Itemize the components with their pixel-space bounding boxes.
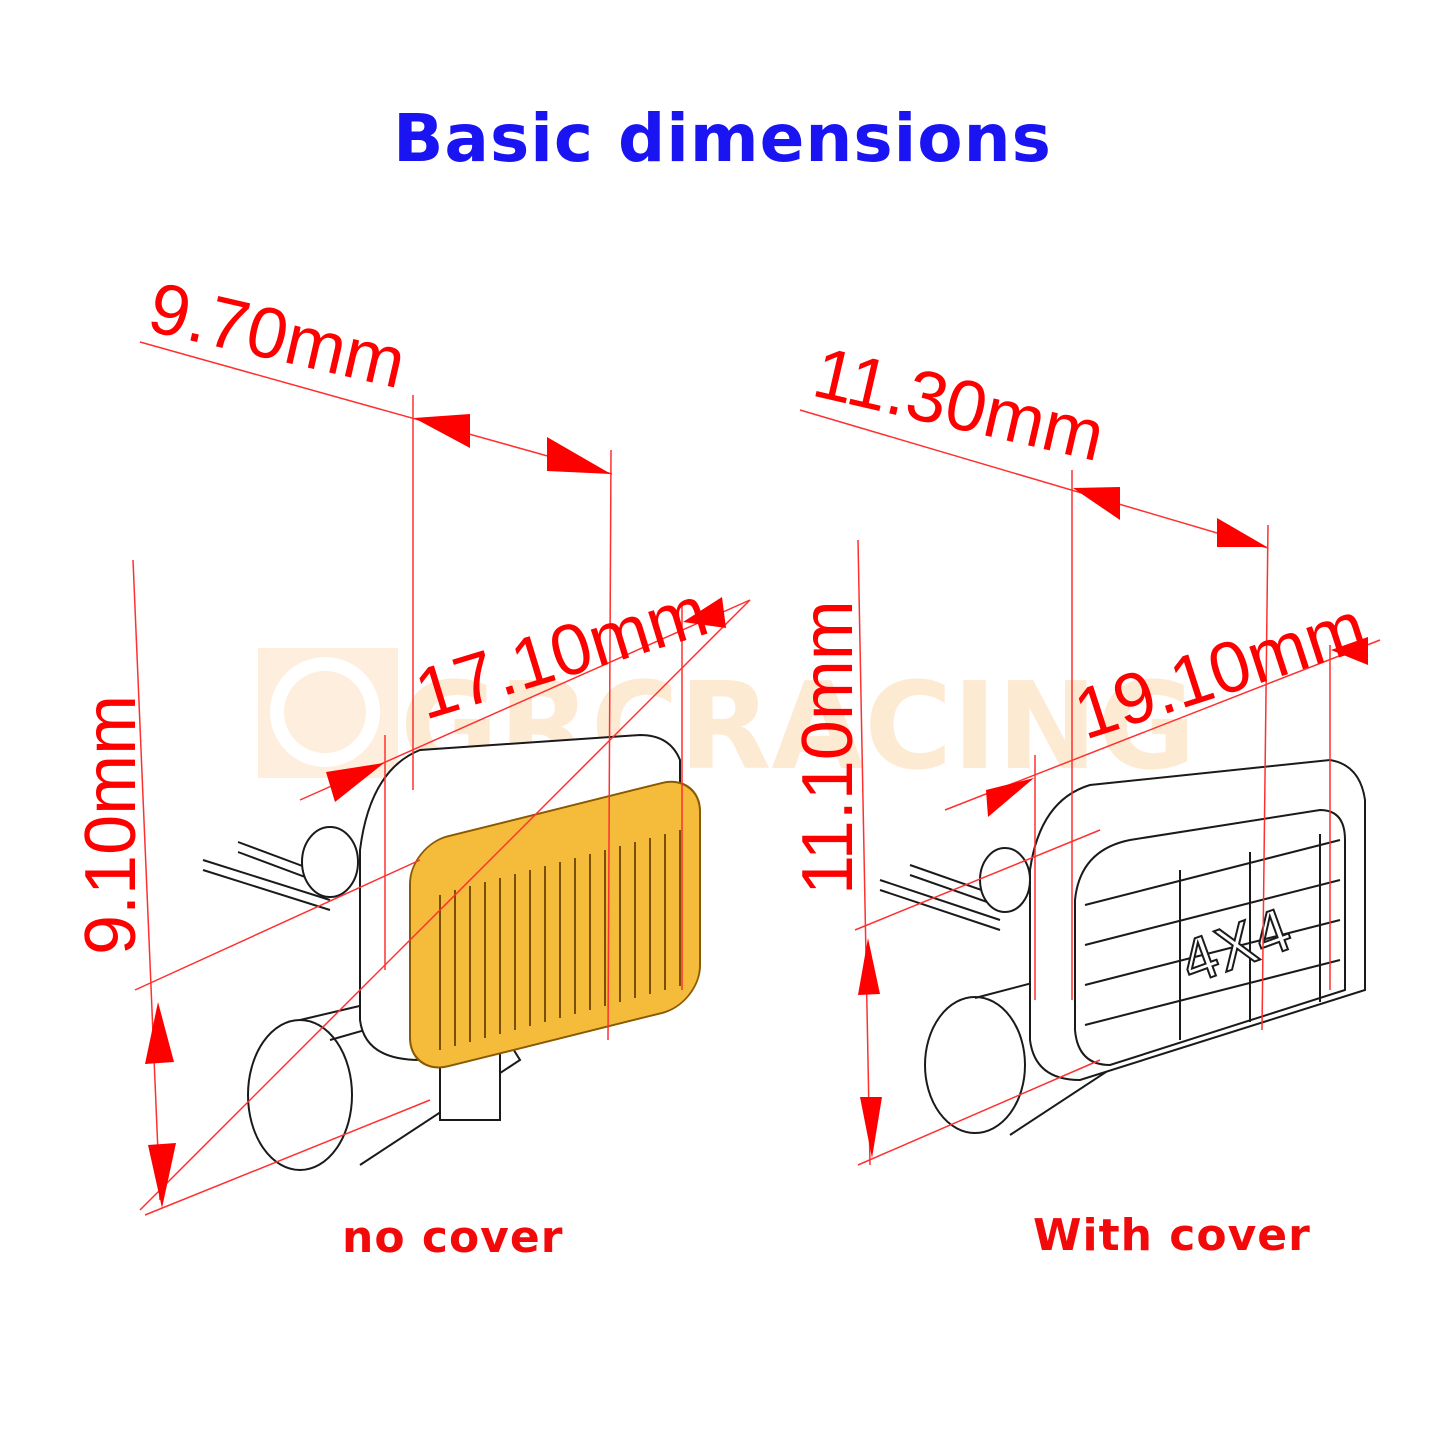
left-dimension-arrows xyxy=(145,414,726,1208)
diagram-title: Basic dimensions xyxy=(393,100,1052,177)
left-caption: no cover xyxy=(342,1212,564,1263)
right-width-dimension: 19.10mm xyxy=(1065,586,1375,755)
right-caption: With cover xyxy=(1033,1210,1311,1261)
right-dimension-lines xyxy=(799,409,1381,1166)
lens-ribs xyxy=(439,830,681,1050)
left-height-dimension: 9.10mm xyxy=(71,695,151,955)
left-depth-dimension: 9.70mm xyxy=(141,268,412,404)
right-depth-dimension: 11.30mm xyxy=(806,333,1111,477)
left-lamp-drawing xyxy=(202,733,701,1171)
left-dimension-lines xyxy=(132,341,751,1216)
right-height-dimension: 11.10mm xyxy=(788,600,868,895)
right-dimension-arrows xyxy=(858,487,1368,1158)
